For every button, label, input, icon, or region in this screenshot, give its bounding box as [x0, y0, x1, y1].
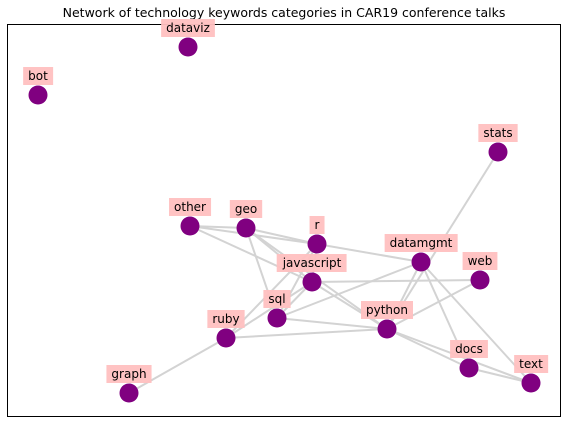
label-background — [361, 301, 413, 319]
edge-ruby-python — [225, 328, 388, 339]
node-docs — [459, 358, 479, 378]
label-text: graph — [111, 367, 146, 381]
node-datamgmt — [411, 252, 431, 272]
node-label-web: web — [462, 252, 498, 270]
node-bot — [28, 85, 48, 105]
edge-geo-r — [245, 227, 318, 245]
node-r — [307, 234, 327, 254]
label-background — [276, 254, 347, 272]
edge-ruby-graph — [128, 337, 227, 394]
nodes-layer — [28, 37, 541, 403]
node-label-sql: sql — [263, 290, 291, 308]
label-background — [263, 290, 291, 308]
label-background — [514, 355, 549, 373]
label-background — [478, 124, 518, 142]
label-background — [23, 67, 54, 85]
edge-web-python — [386, 279, 481, 330]
node-ruby — [216, 328, 236, 348]
label-text: python — [366, 303, 408, 317]
label-text: ruby — [212, 312, 239, 326]
label-background — [384, 234, 458, 252]
node-label-bot: bot — [23, 67, 54, 85]
node-dataviz — [178, 37, 198, 57]
node-stats — [488, 142, 508, 162]
node-text — [521, 373, 541, 393]
edge-datamgmt-text — [420, 261, 532, 384]
label-text: dataviz — [166, 21, 210, 35]
label-text: geo — [235, 202, 257, 216]
node-label-dataviz: dataviz — [161, 19, 215, 37]
edge-javascript-python — [311, 281, 388, 330]
label-background — [207, 310, 245, 328]
label-text: other — [174, 200, 206, 214]
labels-layer: dataviz bot stats other geo r datamgmt javascri… — [23, 19, 549, 383]
edge-datamgmt-sql — [276, 261, 422, 319]
label-background — [309, 216, 325, 234]
node-sql — [267, 308, 287, 328]
node-graph — [119, 383, 139, 403]
node-label-docs: docs — [450, 340, 488, 358]
edge-javascript-ruby — [225, 281, 313, 339]
edge-sql-python — [276, 317, 388, 330]
node-label-text: text — [514, 355, 549, 373]
edge-other-javascript — [189, 225, 313, 283]
node-geo — [236, 218, 256, 238]
label-text: sql — [268, 292, 285, 306]
edge-python-docs — [386, 328, 470, 369]
figure-title: Network of technology keywords categorie… — [63, 5, 506, 20]
label-background — [229, 200, 263, 218]
node-label-geo: geo — [229, 200, 263, 218]
label-text: bot — [28, 69, 48, 83]
node-label-r: r — [309, 216, 325, 234]
label-background — [161, 19, 215, 37]
edge-r-datamgmt — [316, 243, 422, 263]
label-text: web — [468, 254, 493, 268]
node-label-ruby: ruby — [207, 310, 245, 328]
node-web — [470, 270, 490, 290]
node-label-datamgmt: datamgmt — [384, 234, 458, 252]
plot-frame — [7, 24, 561, 417]
label-text: javascript — [282, 256, 342, 270]
node-label-graph: graph — [106, 365, 152, 383]
node-label-python: python — [361, 301, 413, 319]
label-background — [450, 340, 488, 358]
node-label-other: other — [169, 198, 212, 216]
label-text: text — [519, 357, 543, 371]
label-background — [169, 198, 212, 216]
node-other — [180, 216, 200, 236]
edge-docs-text — [468, 367, 532, 384]
node-javascript — [302, 272, 322, 292]
node-label-stats: stats — [478, 124, 518, 142]
edge-javascript-web — [311, 279, 481, 283]
label-background — [106, 365, 152, 383]
label-text: datamgmt — [390, 236, 453, 250]
label-text: docs — [455, 342, 483, 356]
node-label-javascript: javascript — [276, 254, 347, 272]
label-text: r — [315, 218, 320, 232]
label-text: stats — [483, 126, 512, 140]
node-python — [377, 319, 397, 339]
label-background — [462, 252, 498, 270]
